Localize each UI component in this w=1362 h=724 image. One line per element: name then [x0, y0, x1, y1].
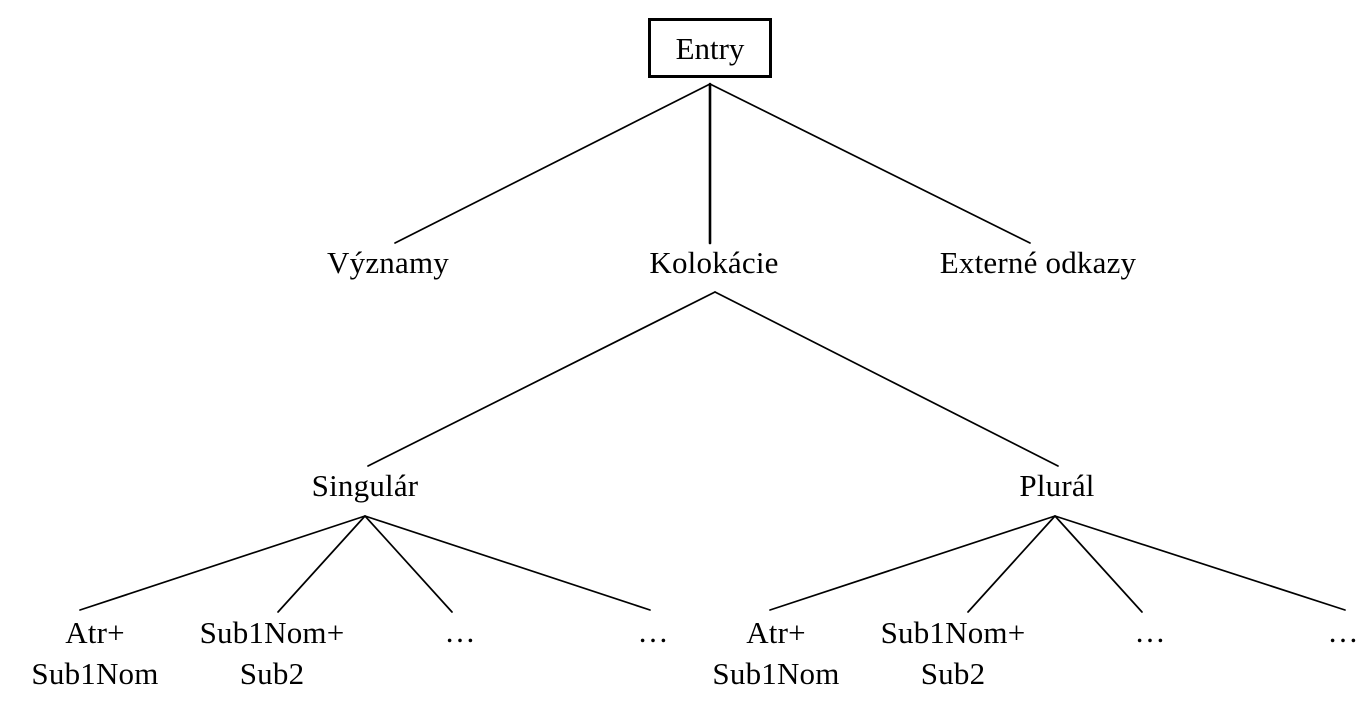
leaf-line-2: Sub2: [239, 656, 305, 691]
node-singular[interactable]: Singulár: [311, 468, 419, 503]
leaf-singular-ellipsis-1: …: [444, 614, 480, 649]
edge-entry-externe-odkazy: [709, 83, 1031, 244]
node-entry[interactable]: Entry: [648, 18, 772, 78]
leaf-line-1: Sub1Nom+: [880, 615, 1026, 650]
edge-kolokacie-plural: [714, 291, 1059, 467]
leaf-line-2: Sub2: [920, 656, 986, 691]
leaf-singular-sub1nom-sub2[interactable]: Sub1Nom+ Sub2: [200, 612, 345, 694]
edge-plural-leaf-1: [769, 515, 1056, 611]
edge-singular-leaf-2: [277, 515, 366, 613]
leaf-line-2: Sub1Nom: [31, 656, 159, 691]
node-entry-label: Entry: [675, 30, 745, 66]
edge-singular-leaf-4: [364, 515, 651, 611]
leaf-line-1: Atr+: [65, 615, 125, 650]
leaf-singular-ellipsis-2: …: [637, 614, 673, 649]
leaf-line-2: Sub1Nom: [712, 656, 840, 691]
edge-singular-leaf-3: [364, 515, 453, 613]
leaf-plural-ellipsis-2: …: [1327, 614, 1362, 649]
node-vyznamy[interactable]: Významy: [327, 245, 449, 280]
leaf-line-1: Sub1Nom+: [199, 615, 345, 650]
leaf-plural-ellipsis-1: …: [1134, 614, 1170, 649]
edge-plural-leaf-3: [1054, 515, 1143, 613]
leaf-line-1: Atr+: [746, 615, 806, 650]
node-plural[interactable]: Plurál: [1019, 468, 1095, 503]
edge-entry-vyznamy: [394, 83, 711, 244]
leaf-plural-sub1nom-sub2[interactable]: Sub1Nom+ Sub2: [881, 612, 1026, 694]
edge-plural-leaf-2: [967, 515, 1056, 613]
edge-kolokacie-singular: [367, 291, 716, 467]
edge-singular-leaf-1: [79, 515, 366, 611]
node-kolokacie[interactable]: Kolokácie: [649, 245, 779, 280]
node-externe-odkazy[interactable]: Externé odkazy: [939, 245, 1137, 280]
edge-plural-leaf-4: [1054, 515, 1346, 611]
leaf-plural-atr-sub1nom[interactable]: Atr+ Sub1Nom: [712, 612, 839, 694]
leaf-singular-atr-sub1nom[interactable]: Atr+ Sub1Nom: [31, 612, 158, 694]
